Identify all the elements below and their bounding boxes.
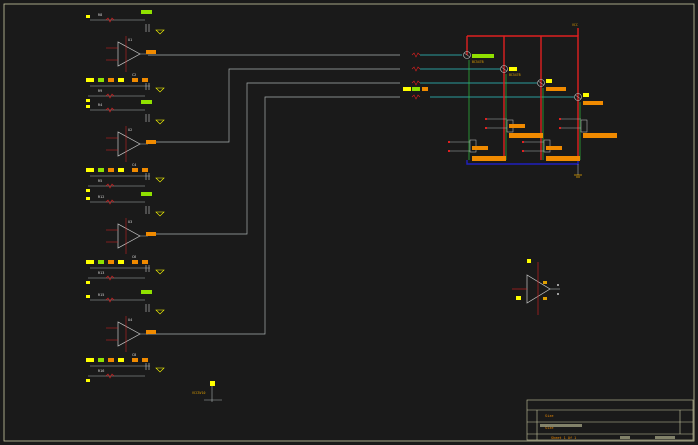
signal-wires bbox=[146, 54, 574, 335]
title-block-size-label: Size bbox=[545, 414, 553, 418]
channel-resistor-ref: R8 bbox=[98, 13, 102, 17]
channel-resistor-ref: R15 bbox=[98, 293, 104, 297]
channel-opamp-ref: U1 bbox=[128, 38, 132, 42]
svg-text:BC547B: BC547B bbox=[472, 60, 484, 64]
channel-feedback-ref: R5 bbox=[98, 179, 102, 183]
wire-ch2 bbox=[146, 68, 400, 143]
ground-bus bbox=[466, 160, 579, 165]
channel-cap-ref: C2 bbox=[132, 73, 136, 77]
svg-text:BC547B: BC547B bbox=[509, 73, 521, 77]
channel-feedback-ref: R16 bbox=[98, 369, 104, 373]
title-block-size-value: Size bbox=[545, 426, 553, 430]
channel-resistor-ref: R12 bbox=[98, 195, 104, 199]
transistor-q2: BC547B bbox=[500, 65, 521, 77]
transistor-q3 bbox=[537, 79, 566, 91]
regulator-part bbox=[512, 259, 560, 315]
channel-opamp-ref: U4 bbox=[128, 318, 132, 322]
transistor-q4 bbox=[574, 93, 603, 105]
channel-feedback-ref: R13 bbox=[98, 271, 104, 275]
channel-cap-ref: C4 bbox=[132, 163, 136, 167]
transistor-q1: BC547B bbox=[463, 51, 494, 64]
wire-ch3 bbox=[146, 82, 400, 235]
channel-opamp-ref: U3 bbox=[128, 220, 132, 224]
channel-resistor-ref: R4 bbox=[98, 103, 102, 107]
wire-ch4 bbox=[146, 96, 400, 335]
power-net: VCC5V10 bbox=[192, 381, 222, 402]
sheet-frame bbox=[3, 3, 695, 442]
vcc-label: VCC bbox=[572, 23, 578, 27]
title-block-sheet: Sheet 1 Of 1 bbox=[551, 436, 576, 440]
channel-cap-ref: C8 bbox=[132, 353, 136, 357]
pwr-label: VCC5V10 bbox=[192, 391, 206, 395]
channel-opamp-ref: U2 bbox=[128, 128, 132, 132]
channel-feedback-ref: R9 bbox=[98, 89, 102, 93]
driver-section: VCC BC547B BC547B bbox=[403, 23, 617, 178]
title-block bbox=[526, 399, 694, 441]
channel-cap-ref: C6 bbox=[132, 255, 136, 259]
